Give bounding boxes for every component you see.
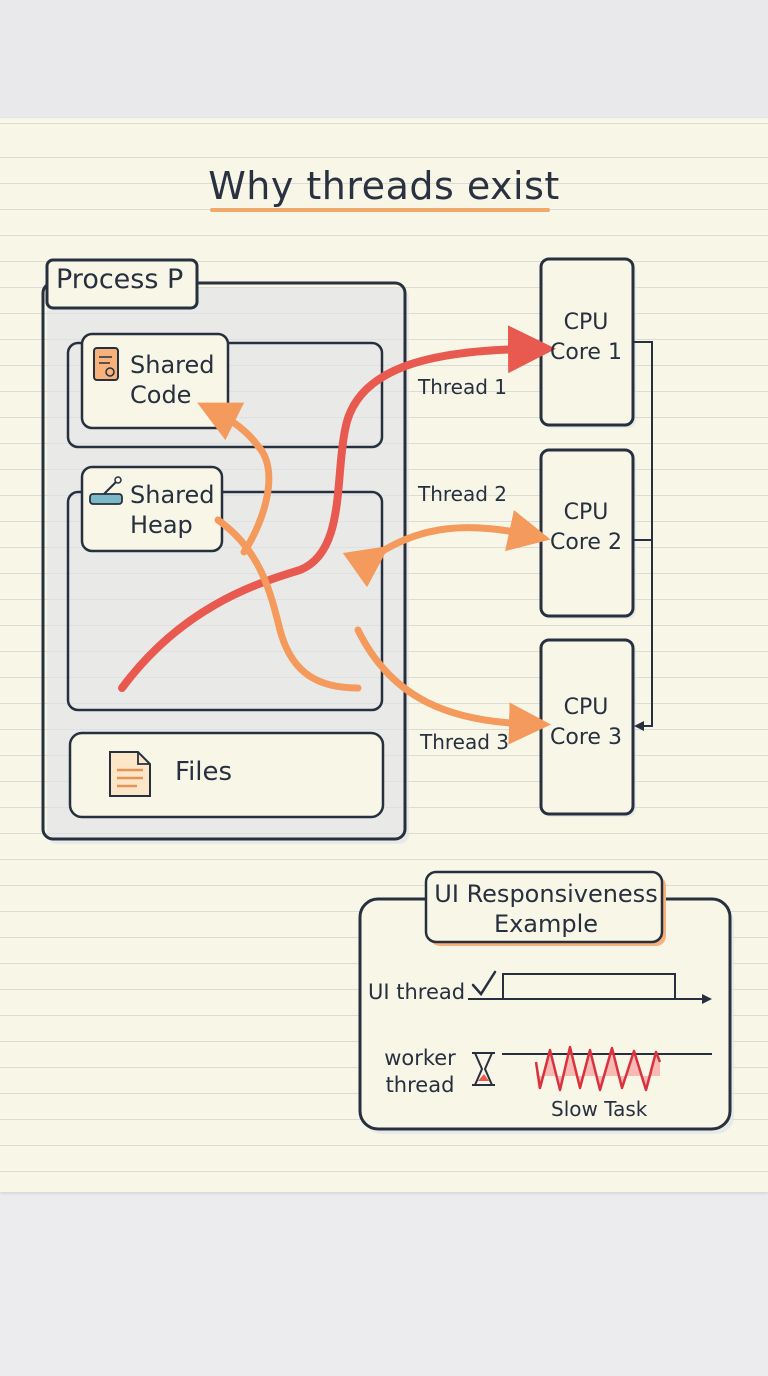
slow-task-label: Slow Task: [551, 1097, 648, 1121]
thread-1-label: Thread 1: [418, 375, 508, 399]
cpu-core-3-label: CPU Core 3: [550, 695, 622, 750]
ui-example-title-tab: [424, 870, 666, 946]
page-title: Why threads exist: [208, 164, 560, 208]
files-label: Files: [175, 757, 233, 787]
cpu-core-box-3: [539, 638, 636, 817]
heap-section-box: [66, 490, 384, 712]
shared-heap-box: [80, 465, 224, 553]
thread-2-label: Thread 2: [418, 482, 508, 506]
process-title: Process P: [56, 264, 184, 295]
cpu-core-2-label: CPU Core 2: [550, 500, 622, 555]
shared-heap-text: Shared Heap: [130, 481, 215, 539]
thread-arrow-orange-to-code: [197, 402, 273, 556]
code-file-icon: [93, 347, 119, 381]
core-link-bracket: [633, 341, 653, 731]
worker-thread-timeline: [502, 1045, 712, 1092]
heap-icon: [89, 476, 123, 505]
thread-arrow-2: [342, 510, 551, 588]
worker-thread-label: worker thread: [384, 1046, 456, 1097]
shared-heap-label: Shared Heap: [130, 480, 215, 540]
thread-arrow-orange-heap: [214, 516, 362, 692]
title-underline: [210, 208, 550, 212]
thread-arrow-1: [118, 325, 556, 692]
process-title-tab: [45, 258, 199, 310]
cpu-core-1-label: CPU Core 1: [550, 310, 622, 365]
checkmark-icon: [471, 970, 497, 997]
hourglass-icon: [472, 1052, 495, 1086]
ui-example-title: UI Responsiveness Example: [434, 880, 658, 938]
cpu-core-box-2: [539, 448, 636, 619]
ui-thread-timeline: [468, 973, 712, 1004]
thread-3-label: Thread 3: [420, 730, 510, 754]
ui-thread-label: UI thread: [368, 980, 466, 1004]
thread-arrow-3: [354, 626, 551, 745]
shared-code-text: Shared Code: [130, 351, 215, 409]
shared-code-label: Shared Code: [130, 350, 215, 410]
cpu-core-box-1: [539, 257, 636, 428]
file-icon: [109, 751, 151, 797]
